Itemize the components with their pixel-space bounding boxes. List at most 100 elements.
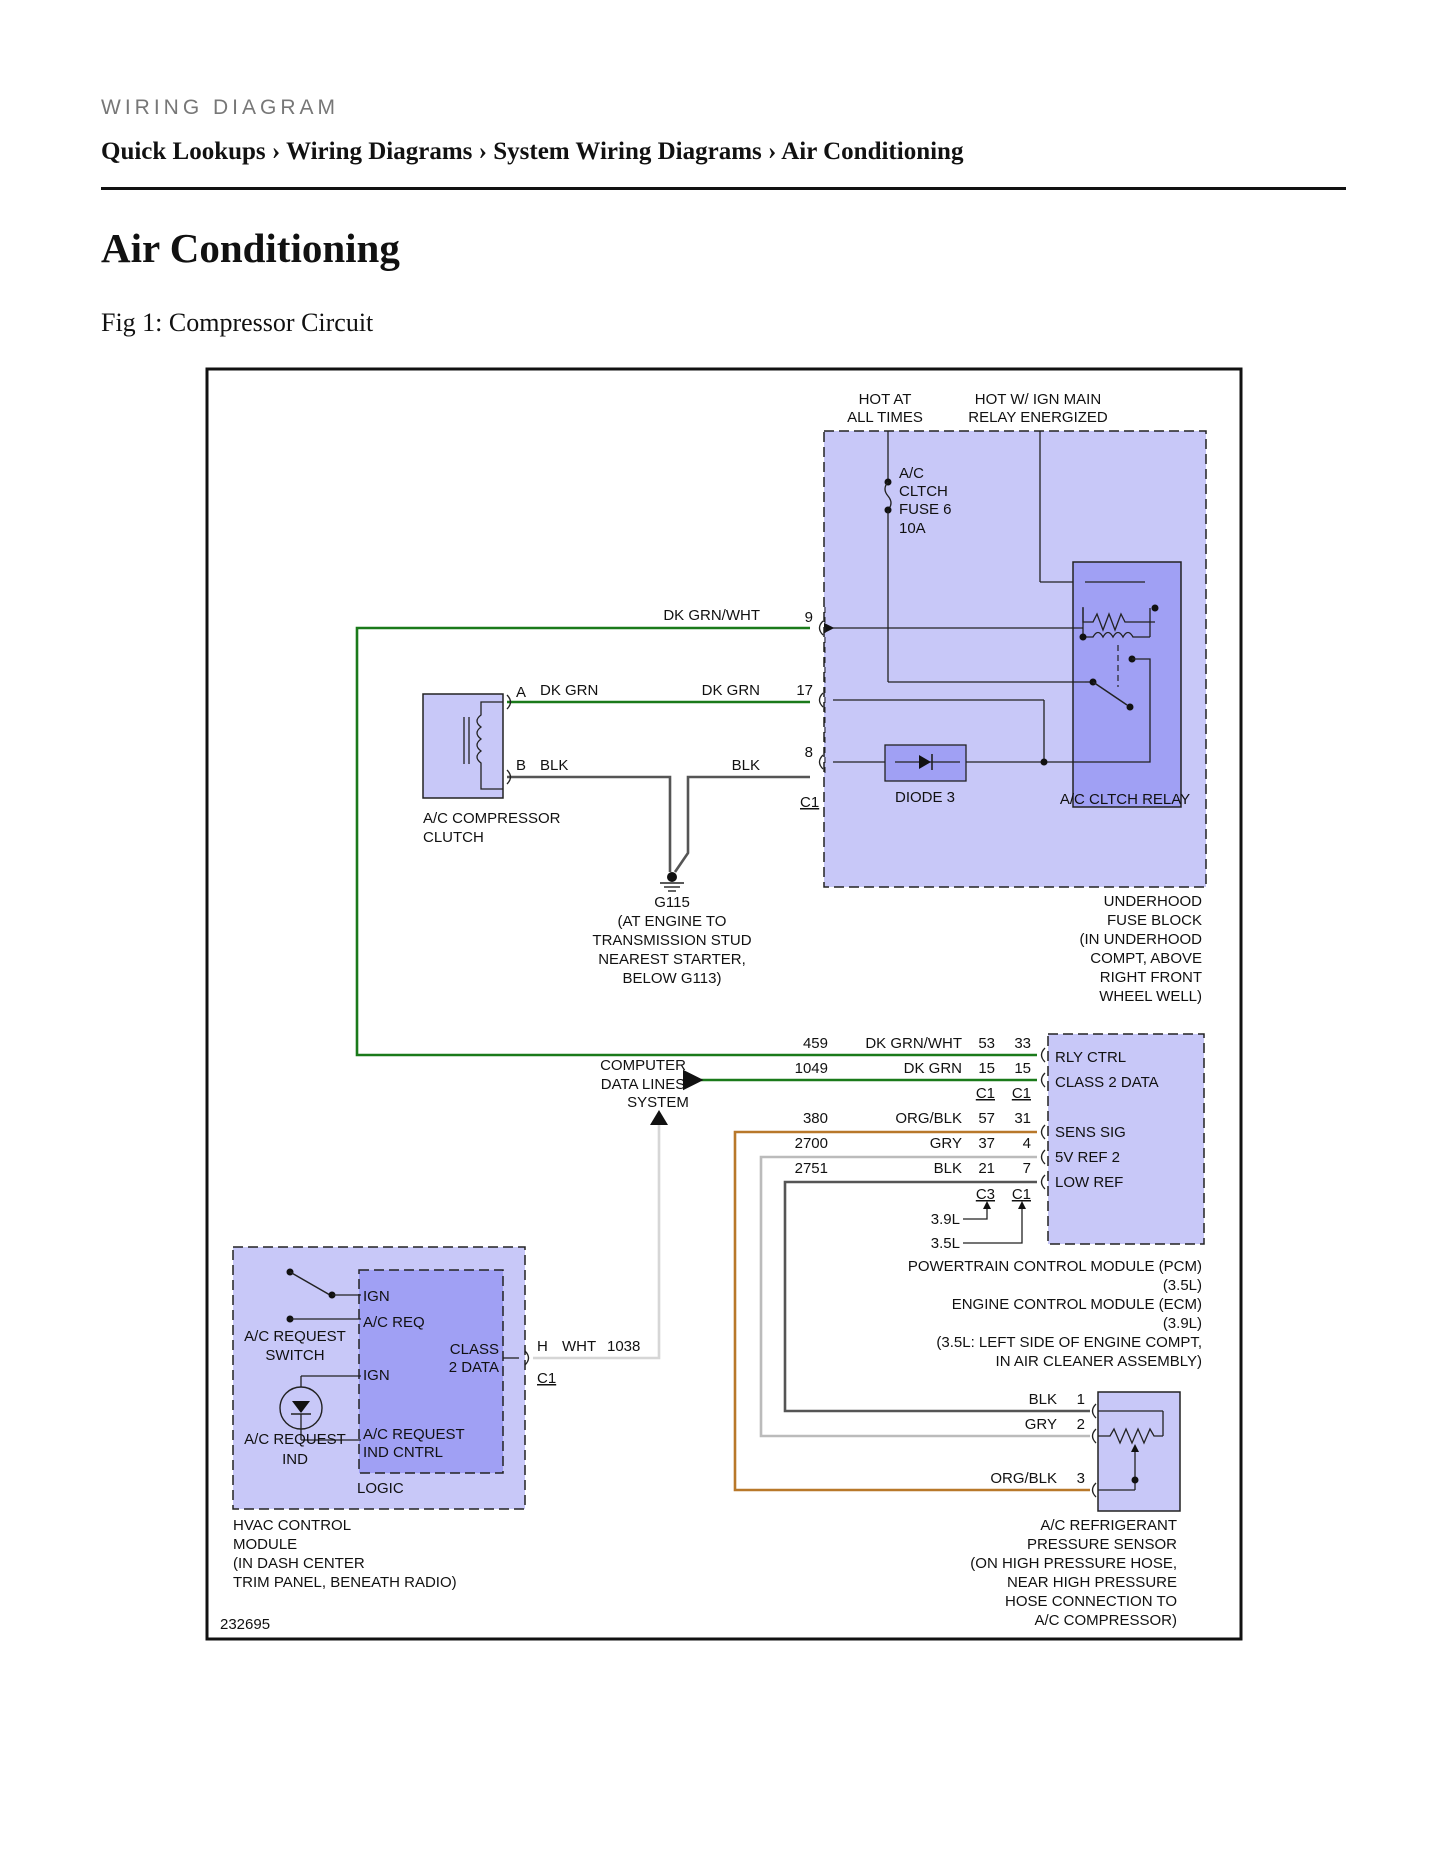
fuse-label: A/C [899,465,924,482]
fuse-block-pin-8: 8 [805,744,813,761]
pcm-connector-c3: C3 [976,1186,995,1203]
svg-text:380: 380 [803,1110,828,1127]
sensor-wire-gry: GRY [1025,1416,1057,1433]
pcm-connector-brackets [1040,1047,1046,1190]
hot-at-all-times-label: ALL TIMES [847,409,923,426]
wire-label-dk-grn-right: DK GRN [702,682,760,699]
ground-label: NEAREST STARTER, [598,951,746,968]
hvac-label: MODULE [233,1536,297,1553]
wire-label-blk-right: BLK [732,757,760,774]
figure-caption: Fig 1: Compressor Circuit [101,308,374,337]
hvac-output-ind: A/C REQUEST [363,1426,465,1443]
hot-ign-label: HOT W/ IGN MAIN [975,391,1101,408]
svg-text:BLK: BLK [934,1160,962,1177]
pcm-label: POWERTRAIN CONTROL MODULE (PCM) [908,1258,1202,1275]
compressor-pin-a: A [516,684,526,701]
ac-compressor-clutch [422,693,504,799]
junction-dot [1040,758,1048,766]
svg-text:33: 33 [1014,1035,1031,1052]
fuse-block-pin-9: 9 [805,609,813,626]
ground-label: G115 [654,894,690,911]
computer-data-lines-label: COMPUTER [600,1057,686,1074]
svg-text:4: 4 [1023,1135,1031,1152]
pcm-row-1049: 1049 DK GRN 15 15 CLASS 2 DATA [795,1060,1159,1091]
wire-label-blk-left: BLK [540,757,568,774]
hvac-logic-block [358,1269,504,1474]
hvac-input-ac-req: A/C REQ [363,1314,425,1331]
diode-icon [895,754,960,770]
pcm-row-459: 459 DK GRN/WHT 53 33 RLY CTRL [803,1035,1126,1066]
pcm-module [1047,1033,1205,1245]
hot-ign-label: RELAY ENERGIZED [968,409,1108,426]
fuse-block-connector: C1 [800,794,819,811]
fuse-label: CLTCH [899,483,948,500]
sensor-label: A/C COMPRESSOR) [1034,1612,1177,1629]
pcm-connector-c1: C1 [1012,1085,1031,1102]
svg-text:7: 7 [1023,1160,1031,1177]
svg-text:2700: 2700 [795,1135,828,1152]
hvac-label: HVAC CONTROL [233,1517,351,1534]
breadcrumb: Quick Lookups › Wiring Diagrams › System… [101,138,963,166]
pcm-label: (3.5L: LEFT SIDE OF ENGINE COMPT, [936,1334,1202,1351]
compressor-pin-b: B [516,757,526,774]
sensor-label: HOSE CONNECTION TO [1005,1593,1177,1610]
page-title: Air Conditioning [101,225,400,271]
wire-org-blk [733,1130,1090,1492]
breadcrumb-system-wiring-diagrams[interactable]: System Wiring Diagrams [493,138,762,165]
sensor-pin-3: 3 [1077,1470,1085,1487]
indicator-label: IND [282,1451,308,1468]
svg-text:15: 15 [978,1060,995,1077]
relay-coil-icon [1040,581,1159,763]
computer-data-lines-label: DATA LINES [601,1076,685,1093]
sensor-pin-1: 1 [1077,1391,1085,1408]
breadcrumb-separator: › [768,138,777,165]
diode-label: DIODE 3 [895,789,955,806]
ground-icon [660,872,684,892]
hvac-class2-data: CLASS [450,1341,499,1358]
ground-label: TRANSMISSION STUD [592,932,751,949]
breadcrumb-air-conditioning: Air Conditioning [781,138,964,165]
hvac-label: TRIM PANEL, BENEATH RADIO) [233,1574,457,1591]
engine-3-5l: 3.5L [931,1235,960,1252]
clutch-coil-icon [463,701,503,790]
pcm-connector-c1: C1 [1012,1186,1031,1203]
hvac-connector-bracket [524,1350,530,1366]
hot-at-all-times-label: HOT AT [859,391,912,408]
ac-request-switch-icon [286,1268,361,1323]
svg-text:DK GRN/WHT: DK GRN/WHT [865,1035,962,1052]
figure-id: 232695 [220,1616,270,1633]
fuse-block-label: RIGHT FRONT [1100,969,1202,986]
ground-label: (AT ENGINE TO [618,913,727,930]
pcm-row-380: 380 ORG/BLK 57 31 SENS SIG [803,1110,1126,1141]
svg-text:DK GRN: DK GRN [904,1060,962,1077]
wire-blk-sensor [783,1180,1090,1413]
pcm-label: IN AIR CLEANER ASSEMBLY) [996,1353,1202,1370]
sensor-label: PRESSURE SENSOR [1027,1536,1177,1553]
header-divider [101,187,1346,190]
svg-text:2751: 2751 [795,1160,828,1177]
breadcrumb-quick-lookups[interactable]: Quick Lookups [101,138,266,165]
wire-wht [533,1125,661,1360]
fuse-label: FUSE 6 [899,501,952,518]
breadcrumb-separator: › [478,138,487,165]
wire-label-dk-grn-left: DK GRN [540,682,598,699]
fuse-block-label: WHEEL WELL) [1099,988,1202,1005]
sensor-connector-brackets [1091,1403,1097,1498]
relay-label: A/C CLTCH RELAY [1060,791,1190,808]
hvac-connector-c1: C1 [537,1370,556,1387]
pcm-row-2700: 2700 GRY 37 4 5V REF 2 [795,1135,1120,1166]
wire-label-dk-grn-wht: DK GRN/WHT [663,607,760,624]
svg-text:57: 57 [978,1110,995,1127]
svg-text:ORG/BLK: ORG/BLK [895,1110,962,1127]
wire-label-wht: WHT [562,1338,596,1355]
fuse-block-label: FUSE BLOCK [1107,912,1202,929]
wire-dk-grn-wht [355,626,1037,1057]
sensor-potentiometer-icon [1098,1410,1164,1491]
fuse-block-pin-17: 17 [796,682,813,699]
wire-gry [759,1155,1090,1438]
sensor-pin-2: 2 [1077,1416,1085,1433]
svg-text:31: 31 [1014,1110,1031,1127]
breadcrumb-wiring-diagrams[interactable]: Wiring Diagrams [286,138,473,165]
svg-text:459: 459 [803,1035,828,1052]
ac-clutch-relay [1072,561,1182,808]
